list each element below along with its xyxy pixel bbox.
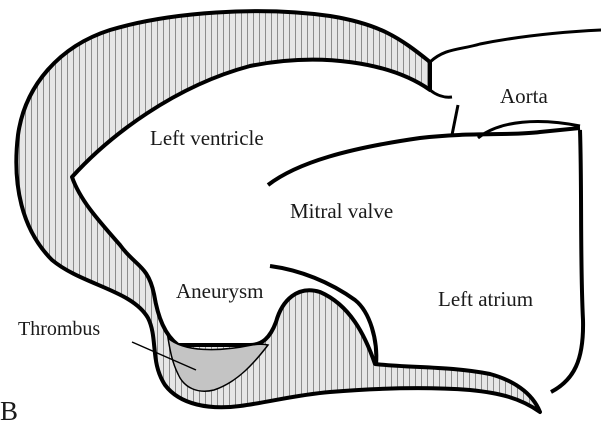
aorta-outline <box>430 30 601 62</box>
left-ventricle-label: Left ventricle <box>150 126 264 150</box>
left-atrium-wall <box>551 130 583 392</box>
aorta-label: Aorta <box>500 84 548 108</box>
aneurysm-label: Aneurysm <box>176 279 264 303</box>
left-atrium-label: Left atrium <box>438 287 533 311</box>
panel-letter: B <box>0 396 18 423</box>
ventricle-wall <box>16 11 540 412</box>
thrombus-label: Thrombus <box>18 318 100 340</box>
mitral-valve-label: Mitral valve <box>290 199 393 223</box>
aortic-valve-line <box>452 105 458 135</box>
aorta-inner-edge <box>430 90 452 97</box>
anterior-mitral-line <box>268 128 580 185</box>
